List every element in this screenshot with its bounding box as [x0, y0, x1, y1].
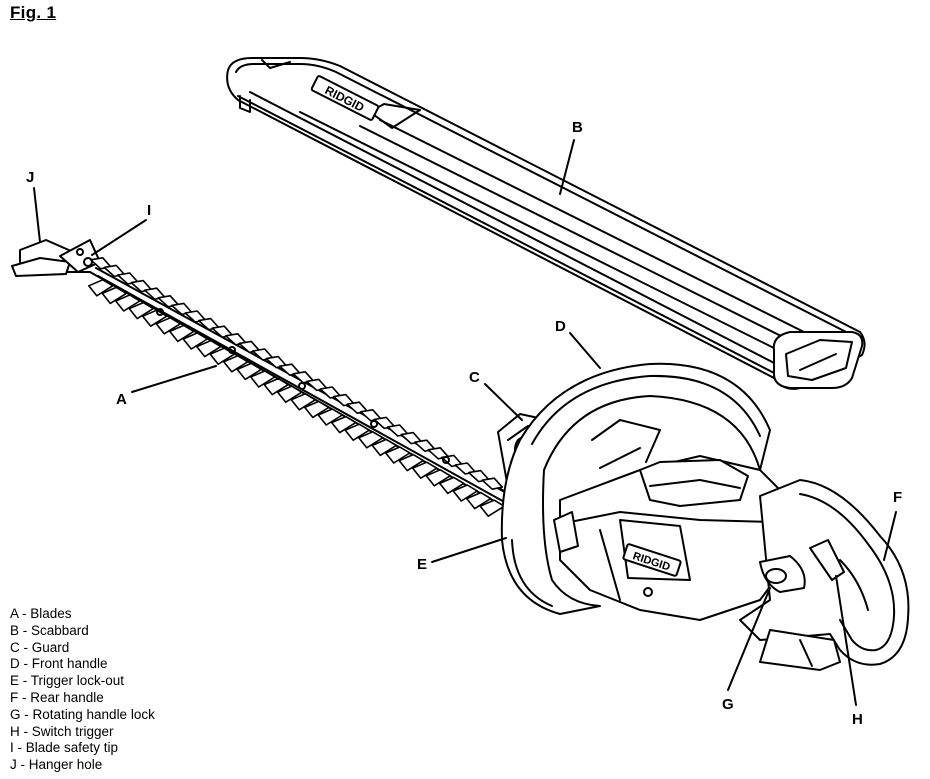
callout-d: D: [555, 318, 566, 335]
legend-item: E - Trigger lock-out: [10, 673, 125, 689]
switch-trigger: [809, 539, 845, 581]
legend-item: F - Rear handle: [10, 689, 104, 705]
blade-tooth: [222, 355, 249, 373]
legend-item: A - Blades: [10, 606, 72, 621]
blade-tooth: [182, 332, 209, 350]
legend-item: J - Hanger hole: [10, 757, 103, 773]
figure-title: Fig. 1: [10, 3, 57, 22]
blade-tooth: [263, 377, 290, 396]
rear-handle: [739, 479, 910, 671]
callout-h: H: [852, 711, 863, 728]
front-handle: [500, 362, 771, 615]
parts-legend: A - Blades B - Scabbard C - Guard D - Fr…: [10, 606, 155, 774]
leader-lines: [33, 139, 897, 706]
callout-b: B: [572, 119, 583, 136]
blade-tooth: [303, 400, 330, 419]
blade-tooth: [290, 393, 317, 411]
blade-tooth: [249, 370, 276, 388]
tool-body: RIDGID: [559, 419, 791, 621]
blade-tooth: [425, 469, 452, 487]
callout-i: I: [147, 202, 151, 219]
callout-a: A: [116, 391, 127, 408]
blade-tooth: [87, 279, 114, 297]
blade-tooth: [465, 491, 492, 510]
blade-tooth: [317, 408, 344, 426]
blade-tooth: [101, 286, 128, 305]
blade-tooth: [114, 294, 141, 312]
blade-tooth: [330, 415, 357, 434]
blade-tooth: [344, 423, 371, 441]
blade-tooth: [371, 438, 398, 457]
callout-g: G: [722, 696, 734, 713]
blade-tooth: [479, 499, 506, 517]
blade-tooth: [398, 453, 425, 472]
blade-tooth: [168, 324, 195, 343]
legend-item: G - Rotating handle lock: [10, 706, 155, 722]
blade-tooth: [128, 301, 155, 320]
callout-e: E: [417, 556, 427, 573]
rotating-handle-lock: [759, 555, 806, 593]
callout-f: F: [893, 489, 902, 506]
blade-tooth: [155, 317, 182, 335]
legend-item: H - Switch trigger: [10, 723, 114, 739]
blade-tooth: [357, 431, 384, 449]
blade-tooth: [195, 339, 222, 358]
legend-item: B - Scabbard: [10, 622, 89, 638]
blade-tooth: [438, 476, 465, 495]
blade-tooth: [452, 484, 479, 502]
legend-item: I - Blade safety tip: [10, 740, 119, 756]
blade-tooth: [236, 362, 263, 381]
trigger-lock-out: [553, 511, 579, 553]
blades: [11, 239, 521, 517]
legend-item: C - Guard: [10, 639, 70, 655]
scabbard: RIDGID: [226, 57, 866, 390]
callout-c: C: [469, 369, 480, 386]
legend-item: D - Front handle: [10, 656, 108, 672]
blade-tooth: [481, 477, 504, 490]
blade-tooth: [411, 461, 438, 479]
blade-tooth: [384, 446, 411, 464]
callout-j: J: [26, 169, 34, 186]
blade-tooth: [276, 385, 303, 403]
